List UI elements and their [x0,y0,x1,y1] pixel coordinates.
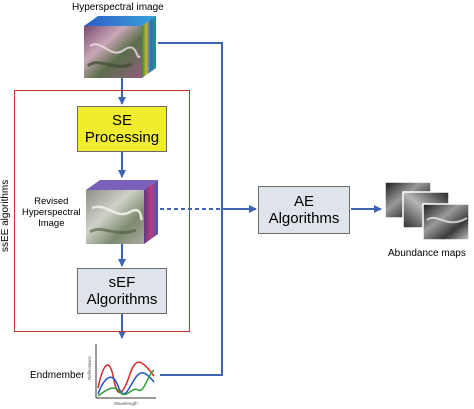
sef-box-line1: sEF [108,273,136,291]
se-box-line2: Processing [84,129,160,146]
spectrum-blue [97,372,155,395]
abundance-maps-stack [384,181,470,241]
plot-axis-y-label: Reflectance [87,356,92,380]
revised-label-line1: Revised [34,196,69,207]
revised-image-label: Revised Hyperspectral Image [22,196,81,229]
ae-box-line2: Algorithms [268,210,340,227]
connector-endmember-to-ae [160,209,223,376]
connector-cube-to-ae [158,42,223,209]
endmember-spectra-plot: Reflectance Wavelength [84,340,160,408]
plot-axis-x-label: Wavelength [114,401,138,406]
ae-box-line1: AE [293,192,314,210]
frame-label: ssEE algorithms [0,179,11,252]
revised-cube-image [86,180,158,244]
sef-box-line2: Algorithms [86,291,158,308]
revised-label-line3: Image [38,218,65,229]
se-processing-box: SE Processing [77,106,167,152]
input-image-label: Hyperspectral image [72,2,164,13]
revised-label-line2: Hyperspectral [22,207,81,218]
sef-algorithms-box: sEF Algorithms [77,268,167,314]
hyperspectral-cube-image [84,16,156,78]
ae-algorithms-box: AE Algorithms [258,186,350,234]
abundance-maps-label: Abundance maps [388,248,466,259]
spectrum-green [97,369,155,397]
ssee-frame [14,90,190,332]
endmember-label: Endmember [30,370,85,381]
se-box-line1: SE [111,111,132,129]
